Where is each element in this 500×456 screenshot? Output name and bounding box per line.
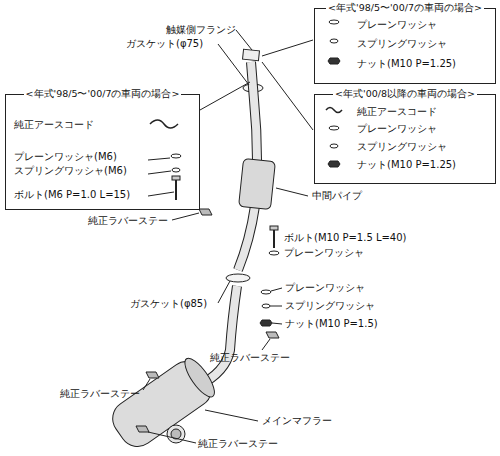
part-label: プレーンワッシャ [284,247,364,259]
note-box: <年式'98/5〜'00/7の車両の場合>プレーンワッシャスプリングワッシャナッ… [314,8,496,84]
part-label: 純正ラバーステー [198,438,278,450]
part-name: プレーンワッシャ [357,19,437,31]
part-name: 純正アースコード [14,119,94,131]
part-label: プレーンワッシャ [285,282,365,294]
box-heading: <年式'98/5〜'00/7の車両の場合> [326,2,484,14]
note-box: <年式'00/8以降の車両の場合>純正アースコードプレーンワッシャスプリングワッ… [314,94,496,184]
part-label: メインマフラー [262,415,332,427]
part-name: ナット(M10 P=1.25) [357,58,456,70]
part-label: 触媒側フランジ [166,24,236,36]
part-name: スプリングワッシャ [357,141,447,153]
box-heading: <年式'98/5〜'00/7の車両の場合> [24,88,182,100]
part-name: スプリングワッシャ [357,38,447,50]
part-label: スプリングワッシャ [285,300,375,312]
box-heading: <年式'00/8以降の車両の場合> [333,88,477,100]
part-label: 純正ラバーステー [60,388,140,400]
part-name: ボルト(M6 P=1.0 L=15) [14,189,130,201]
part-name: プレーンワッシャ [357,123,437,135]
part-label: 純正ラバーステー [88,215,168,227]
note-box: <年式'98/5〜'00/7の車両の場合>純正アースコードプレーンワッシャ(M6… [5,94,200,210]
part-label: ガスケット(φ85) [130,298,207,310]
part-label: 中間パイプ [312,190,362,202]
part-name: 純正アースコード [357,106,437,118]
part-name: スプリングワッシャ(M6) [14,165,127,177]
part-label: ボルト(M10 P=1.5 L=40) [284,232,407,244]
part-name: ナット(M10 P=1.25) [357,159,456,171]
part-name: プレーンワッシャ(M6) [14,151,117,163]
part-label: ナット(M10 P=1.5) [285,318,378,330]
part-label: 純正ラバーステー [210,352,290,364]
part-label: ガスケット(φ75) [126,38,203,50]
